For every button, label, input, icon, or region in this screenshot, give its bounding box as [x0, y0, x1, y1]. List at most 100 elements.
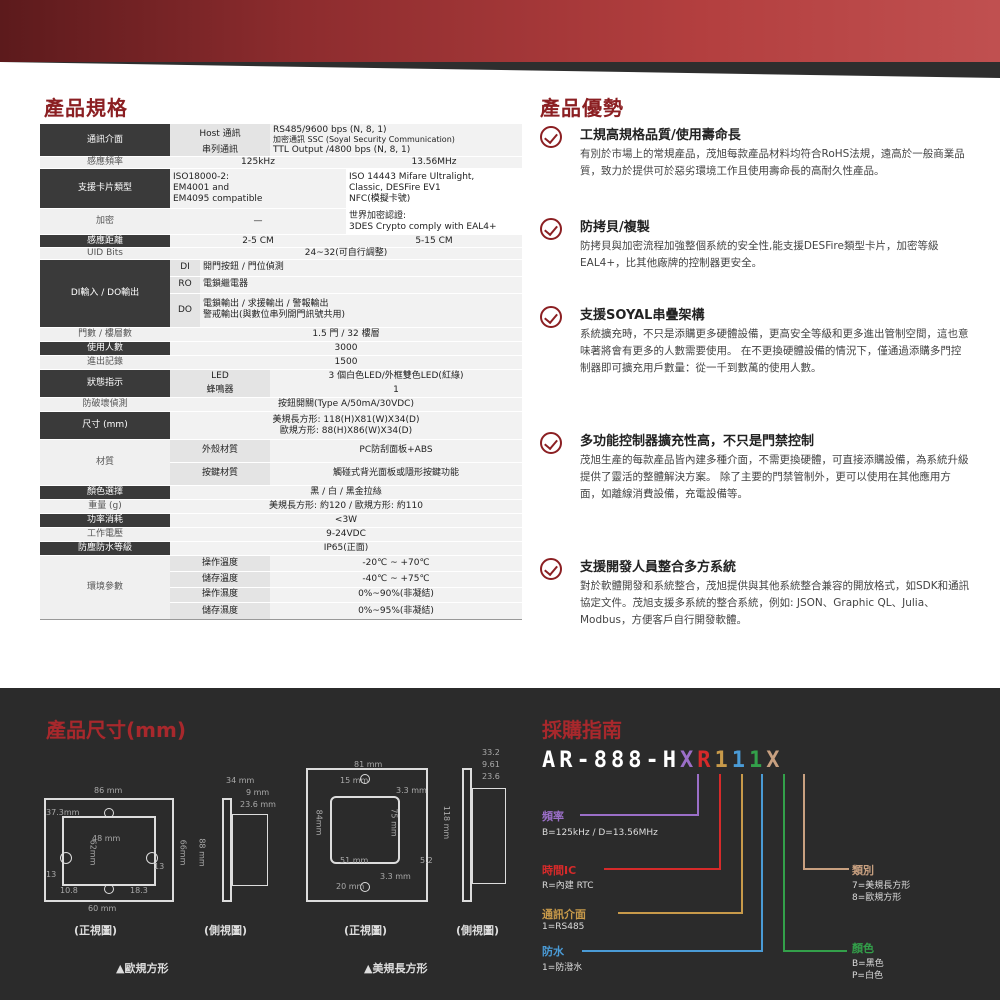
spec-value: 13.56MHz	[346, 157, 522, 168]
connector-line	[604, 868, 721, 870]
dimension-label: 15 mm	[340, 776, 369, 785]
spec-value: 電鎖繼電器	[200, 276, 522, 293]
advantage-item: 多功能控制器擴充性高，不只是門禁控制 茂旭生產的每款產品皆內建多種介面，不需更換…	[540, 432, 970, 503]
connector-line	[580, 814, 699, 816]
spec-label: 材質	[40, 440, 170, 485]
spec-value: —	[170, 209, 346, 234]
spec-value: 0%~95%(非凝結)	[270, 603, 522, 619]
spec-sub: DI	[170, 260, 200, 276]
us-side-drawing	[462, 768, 472, 902]
code-char-color: 1	[748, 748, 767, 773]
check-icon	[540, 432, 562, 454]
advantages-title: 產品優勢	[540, 96, 624, 120]
code-char-comm: 1	[714, 748, 732, 773]
spec-value: 觸碰式背光面板或隱形按鍵功能	[270, 462, 522, 485]
dimension-label: 3.3 mm	[380, 872, 411, 881]
code-char-frequency: X	[679, 748, 698, 773]
model-code: AR-888-HXR111X	[542, 748, 783, 773]
order-field-label: 顏色	[852, 942, 874, 955]
view-caption: (側視圖)	[456, 924, 500, 937]
spec-value: -20℃ ~ +70℃	[270, 556, 522, 571]
dimension-label: 84mm	[314, 809, 324, 836]
order-field-value: B=125kHz / D=13.56MHz	[542, 828, 658, 838]
spec-value: <3W	[170, 514, 522, 527]
advantage-title: 工規高規格品質/使用壽命長	[580, 128, 741, 143]
order-field-label: 防水	[542, 945, 564, 958]
dimension-label: 9 mm	[246, 788, 270, 797]
advantage-text: 對於軟體開發和系統整合，茂旭提供與其他系統整合兼容的開放格式，如SDK和通訊協定…	[580, 580, 970, 626]
connector-line	[803, 774, 805, 870]
spec-label: 支援卡片類型	[40, 169, 170, 208]
spec-sub: 外殼材質	[170, 440, 270, 462]
order-field-value: 1=防潑水	[542, 963, 583, 973]
connector-line	[761, 774, 763, 950]
advantage-title: 支援SOYAL串疊架構	[580, 308, 705, 323]
spec-sub: RO	[170, 276, 200, 293]
spec-label: DI輸入 / DO輸出	[40, 260, 170, 327]
spec-label: 加密	[40, 209, 170, 234]
spec-label: 功率消耗	[40, 514, 170, 527]
spec-label: 狀態指示	[40, 370, 170, 397]
view-caption: (正視圖)	[74, 924, 118, 937]
spec-value: PC防刮面板+ABS	[270, 440, 522, 462]
dimension-label: 5.2	[420, 856, 433, 865]
spec-label: 感應頻率	[40, 157, 170, 168]
spec-sub: 儲存濕度	[170, 603, 270, 619]
spec-value: 1500	[170, 356, 522, 369]
spec-label: UID Bits	[40, 248, 170, 259]
screw-hole-icon	[104, 808, 114, 818]
advantage-text: 有別於市場上的常規產品，茂旭每款產品材料均符合RoHS法規，遠高於一般商業品質，…	[580, 148, 965, 177]
dimension-label: 51 mm	[340, 856, 369, 865]
spec-value-line: 加密通訊 SSC (Soyal Security Communication)	[273, 134, 455, 144]
spec-value: 3000	[170, 342, 522, 355]
model-caption: ▲美規長方形	[364, 962, 428, 975]
connector-line	[697, 774, 699, 814]
screw-hole-icon	[146, 852, 158, 864]
check-icon	[540, 558, 562, 580]
dimension-label: 20 mm	[336, 882, 365, 891]
spec-sub: 蜂鳴器	[170, 383, 270, 397]
spec-value: 3 個白色LED/外框雙色LED(紅綠)	[270, 370, 522, 384]
spec-value: 2-5 CM	[170, 235, 346, 247]
order-field-label: 類別	[852, 864, 874, 877]
spec-sub: 操作濕度	[170, 587, 270, 603]
eu-side-drawing	[222, 798, 232, 902]
spec-value-line: RS485/9600 bps (N, 8, 1)	[273, 124, 387, 135]
connector-line	[741, 774, 743, 912]
spec-sub: Host 通訊	[170, 124, 270, 145]
model-code-prefix: AR-888-H	[542, 748, 680, 773]
advantage-item: 支援SOYAL串疊架構 系統擴充時，不只是添購更多硬體設備，更高安全等級和更多進…	[540, 306, 970, 377]
eu-front-drawing	[44, 798, 174, 902]
dimension-label: 18.3	[130, 886, 148, 895]
order-field-value: B=黑色	[852, 959, 884, 969]
spec-value: 黑 / 白 / 黑金拉絲	[170, 486, 522, 499]
dimension-label: 66mm	[178, 839, 188, 866]
check-icon	[540, 218, 562, 240]
spec-sub: 儲存溫度	[170, 571, 270, 587]
spec-label: 使用人數	[40, 342, 170, 355]
order-field-value: 1=RS485	[542, 922, 585, 932]
screw-hole-icon	[104, 884, 114, 894]
dimension-label: 86 mm	[94, 786, 123, 795]
header-banner	[0, 0, 1000, 62]
us-side-body	[472, 788, 506, 884]
order-field-value: 7=美規長方形	[852, 881, 911, 891]
spec-value: 5-15 CM	[346, 235, 522, 247]
dimension-label: 33.2	[482, 748, 500, 757]
connector-line	[803, 868, 849, 870]
spec-label: 進出記錄	[40, 356, 170, 369]
spec-label: 門數 / 樓層數	[40, 328, 170, 341]
dimension-label: 34 mm	[226, 776, 255, 785]
dimension-label: 81 mm	[354, 760, 383, 769]
order-field-label: 頻率	[542, 810, 564, 823]
dimension-label: 3.3 mm	[396, 786, 427, 795]
spec-value: ISO 14443 Mifare Ultralight, Classic, DE…	[346, 169, 522, 208]
order-field-value: 8=歐規方形	[852, 893, 902, 903]
advantage-text: 茂旭生產的每款產品皆內建多種介面，不需更換硬體，可直接添購設備，為系統升級提供了…	[580, 454, 969, 500]
spec-table: 通訊介面 Host 通訊 RS485/9600 bps (N, 8, 1) 加密…	[40, 124, 522, 620]
dimension-label: 13	[46, 870, 57, 879]
spec-value: 1.5 門 / 32 樓層	[170, 328, 522, 341]
spec-label: 防破壞偵測	[40, 398, 170, 411]
advantage-title: 支援開發人員整合多方系統	[580, 560, 737, 575]
screw-hole-icon	[360, 774, 370, 784]
